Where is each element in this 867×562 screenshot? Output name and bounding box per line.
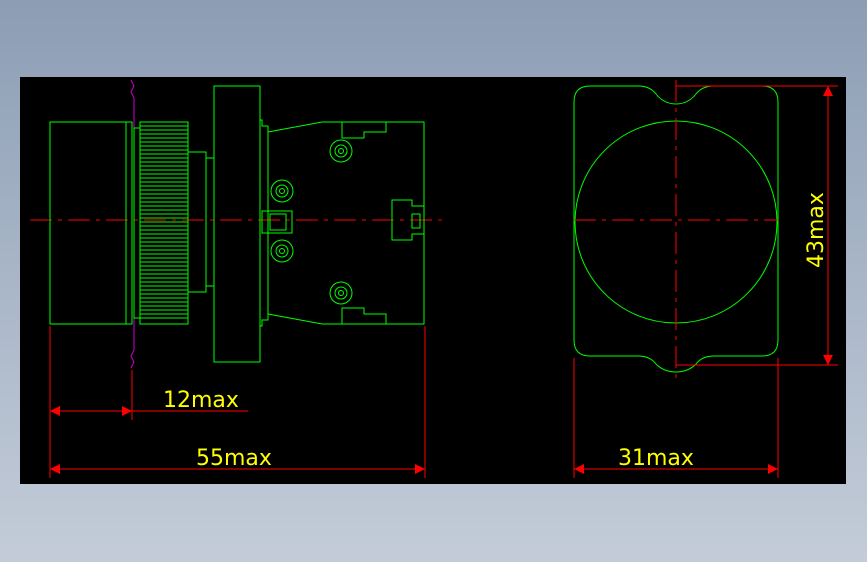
- terminal-screw-bottom: [329, 281, 353, 305]
- plunger: [261, 210, 293, 234]
- front-view-centerlines: [574, 80, 778, 380]
- front-view-dimensions: [573, 85, 838, 478]
- terminal-screw-top: [329, 139, 353, 163]
- side-view-dimensions: [49, 326, 426, 478]
- bezel-knurling: [140, 125, 188, 319]
- body-neck: [187, 151, 207, 293]
- bezel-inner-flange: [133, 127, 141, 319]
- dim-12max-label: 12max: [163, 388, 239, 413]
- cad-drawing: 12max 55max 43max 31max: [30, 79, 838, 478]
- front-housing-outline: [573, 85, 779, 373]
- dim-55max-label: 55max: [196, 446, 272, 471]
- body-neck-inner: [205, 157, 215, 287]
- contact-block-outline: [260, 119, 425, 327]
- button-cap: [49, 121, 133, 325]
- latch-pin-lower: [270, 239, 294, 263]
- contact-block-notch-top: [341, 122, 387, 139]
- contact-block-notch-bottom: [341, 307, 387, 324]
- mounting-flange: [213, 85, 261, 363]
- side-view: [30, 79, 445, 369]
- plunger-tip: [269, 213, 287, 231]
- dim-31max-label: 31max: [618, 446, 694, 471]
- dim-43max-label: 43max: [804, 192, 829, 268]
- latch-pin-upper: [270, 179, 294, 203]
- side-terminal: [391, 199, 424, 241]
- side-terminal-tab: [411, 213, 421, 229]
- drawing-canvas: 12max 55max 43max 31max: [20, 77, 846, 484]
